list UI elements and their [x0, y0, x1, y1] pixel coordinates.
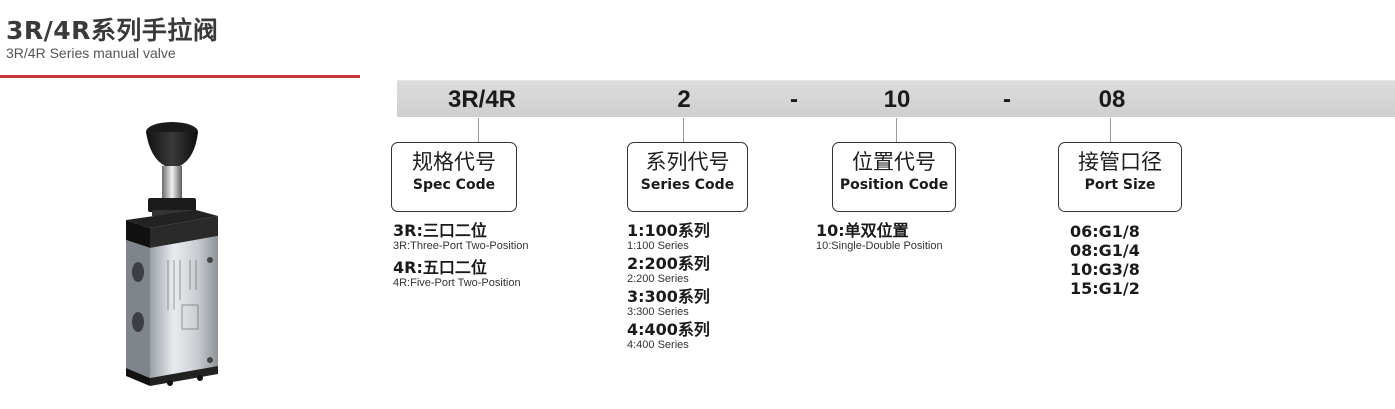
- page-subtitle: 3R/4R Series manual valve: [6, 45, 176, 61]
- connector-line: [896, 118, 897, 142]
- code-separator: -: [790, 86, 798, 113]
- list-item-sub: 4R:Five-Port Two-Position: [393, 277, 521, 289]
- code-series: 2: [677, 86, 691, 113]
- code-separator: -: [1003, 86, 1011, 113]
- connector-line: [683, 118, 684, 142]
- list-item: 3:300系列: [627, 287, 710, 306]
- list-item-sub: 3R:Three-Port Two-Position: [393, 240, 529, 252]
- list-item: 15:G1/2: [1070, 279, 1140, 298]
- series-code-label: 系列代号 Series Code: [627, 142, 748, 212]
- code-port: 08: [1098, 86, 1126, 113]
- port-size-label: 接管口径 Port Size: [1058, 142, 1182, 212]
- list-item-sub: 4:400 Series: [627, 339, 689, 351]
- port-size-options: 06:G1/8 08:G1/4 10:G3/8 15:G1/2: [1070, 222, 1140, 298]
- list-item: 10:单双位置: [816, 221, 909, 240]
- code-spec: 3R/4R: [447, 86, 517, 113]
- code-position: 10: [883, 86, 911, 113]
- page-header: 3R/4R系列手拉阀 3R/4R Series manual valve: [6, 18, 218, 61]
- list-item: 3R:三口二位: [393, 221, 487, 240]
- list-item: 2:200系列: [627, 254, 710, 273]
- title-underline: [0, 75, 360, 78]
- page-title: 3R/4R系列手拉阀: [6, 16, 219, 45]
- list-item: 10:G3/8: [1070, 260, 1140, 279]
- position-code-label: 位置代号 Position Code: [832, 142, 956, 212]
- connector-line: [478, 118, 479, 142]
- list-item: 4:400系列: [627, 320, 710, 339]
- list-item-sub: 1:100 Series: [627, 240, 689, 252]
- list-item: 08:G1/4: [1070, 241, 1140, 260]
- spec-code-options: 3R:三口二位 3R:Three-Port Two-Position 4R:五口…: [393, 222, 529, 296]
- position-code-options: 10:单双位置 10:Single-Double Position: [816, 222, 943, 259]
- list-item: 1:100系列: [627, 221, 710, 240]
- list-item-sub: 3:300 Series: [627, 306, 689, 318]
- list-item-sub: 10:Single-Double Position: [816, 240, 943, 252]
- series-code-options: 1:100系列 1:100 Series 2:200系列 2:200 Serie…: [627, 222, 710, 354]
- spec-code-label: 规格代号 Spec Code: [391, 142, 517, 212]
- list-item: 06:G1/8: [1070, 222, 1140, 241]
- list-item: 4R:五口二位: [393, 258, 487, 277]
- valve-product-image: [110, 110, 260, 390]
- ordering-code-bar: 3R/4R 2 - 10 - 08: [397, 80, 1395, 117]
- list-item-sub: 2:200 Series: [627, 273, 689, 285]
- connector-line: [1110, 118, 1111, 142]
